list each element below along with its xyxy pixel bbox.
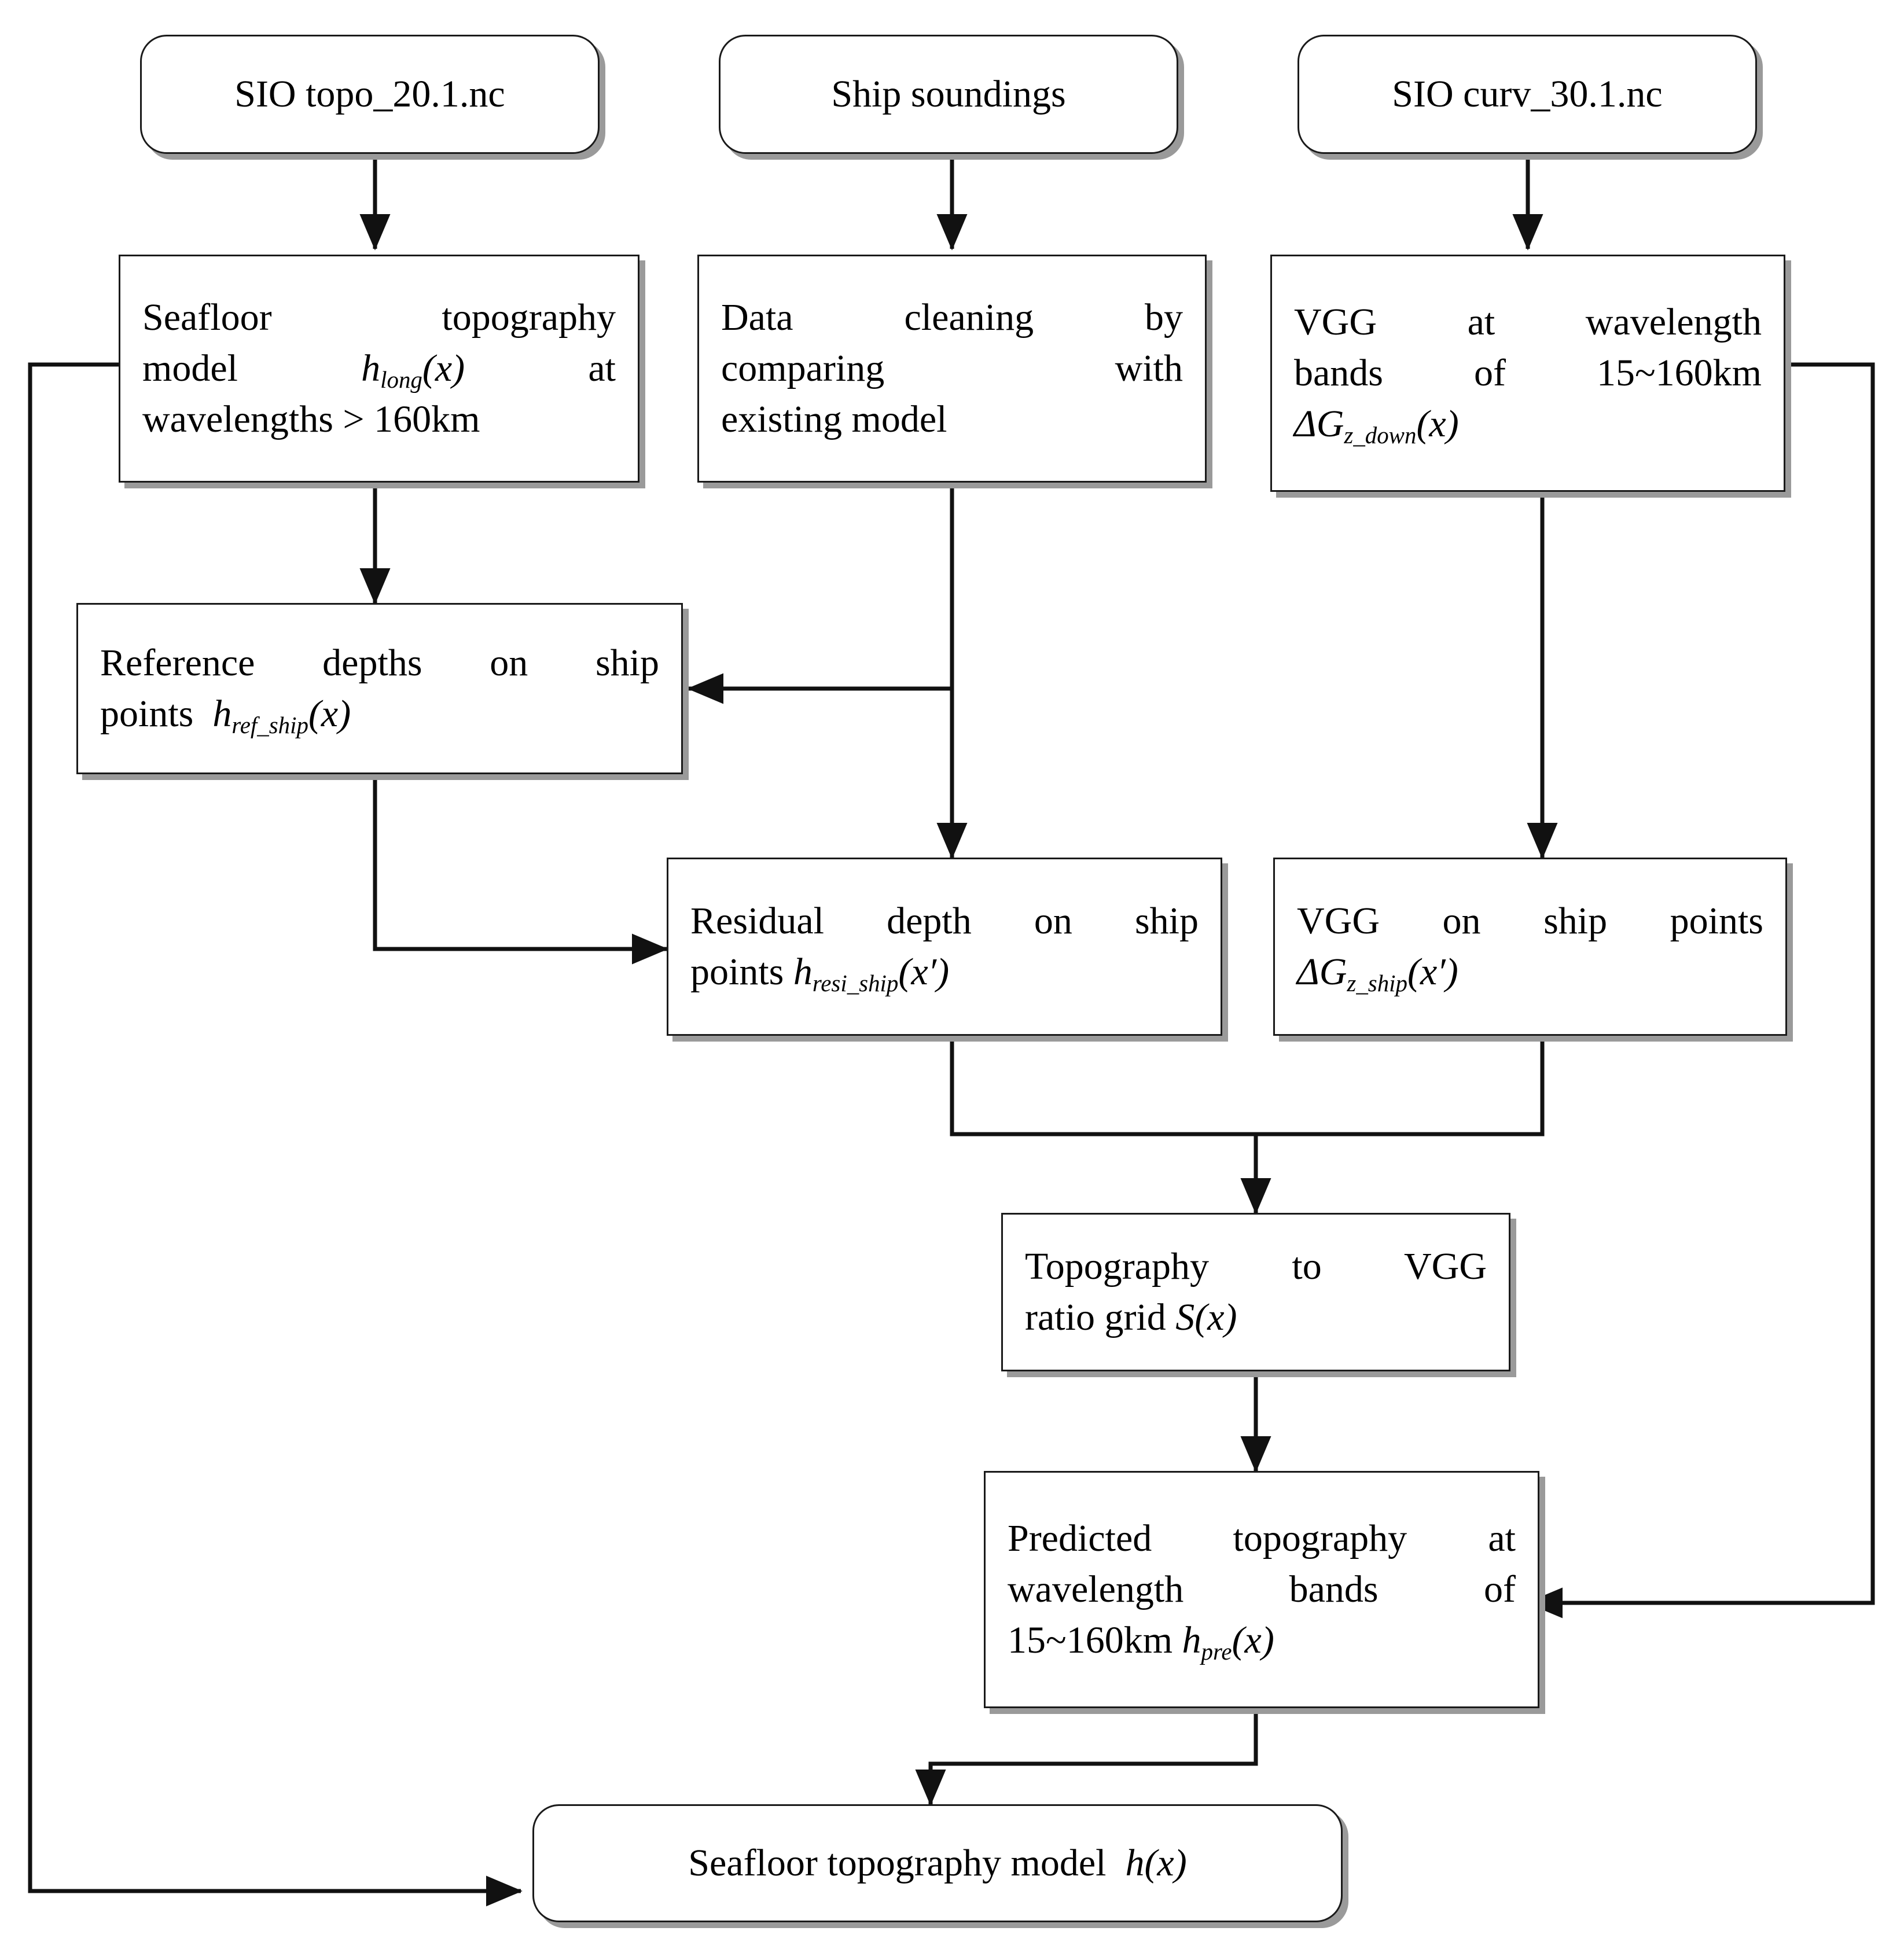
node-vgg-on-ship-points-label: VGG on ship points ΔGz_ship(x′) [1297,900,1763,997]
node-ship-soundings[interactable]: Ship soundings [719,35,1178,154]
node-data-cleaning[interactable]: Data cleaning by comparing with existing… [697,255,1207,483]
node-sio-curv[interactable]: SIO curv_30.1.nc [1297,35,1757,154]
node-reference-depths[interactable]: Reference depths on ship points href_shi… [76,603,683,774]
node-sio-topo-label: SIO topo_20.1.nc [234,73,505,116]
node-data-cleaning-label: Data cleaning by comparing with existing… [721,296,1183,440]
node-sio-curv-label: SIO curv_30.1.nc [1392,73,1663,116]
edge-data-cleaning-to-ref-depths [687,486,954,704]
node-reference-depths-label: Reference depths on ship points href_shi… [100,642,659,739]
node-final-seafloor-topography-model[interactable]: Seafloor topography model h(x) [532,1804,1343,1922]
node-predicted-topography[interactable]: Predicted topography at wavelength bands… [984,1471,1539,1708]
node-residual-depth-label: Residual depth on ship points hresi_ship… [690,900,1199,997]
edge-seafloor-left-loop-to-final-model [28,362,523,1907]
node-sio-topo[interactable]: SIO topo_20.1.nc [140,35,600,154]
node-topography-to-vgg-ratio-grid-label: Topography to VGG ratio grid S(x) [1025,1245,1487,1338]
node-ship-soundings-label: Ship soundings [831,73,1066,116]
node-topography-to-vgg-ratio-grid[interactable]: Topography to VGG ratio grid S(x) [1001,1213,1510,1371]
node-seafloor-topography-long[interactable]: Seafloor topography model hlong(x) at wa… [119,255,639,483]
edge-vgg-bands-right-loop-to-predicted [1526,362,1875,1618]
node-vgg-at-wavelength-bands-label: VGG at wavelength bands of 15~160km ΔGz_… [1294,301,1762,449]
node-vgg-on-ship-points[interactable]: VGG on ship points ΔGz_ship(x′) [1273,858,1787,1036]
node-predicted-topography-label: Predicted topography at wavelength bands… [1008,1517,1516,1665]
edge-ref-depths-to-resi-depth [373,780,668,965]
edge-resi-depth-merge-stem [950,1042,1545,1136]
node-final-seafloor-topography-model-label: Seafloor topography model h(x) [688,1842,1187,1885]
node-vgg-at-wavelength-bands[interactable]: VGG at wavelength bands of 15~160km ΔGz_… [1270,255,1785,492]
node-residual-depth[interactable]: Residual depth on ship points hresi_ship… [667,858,1222,1036]
node-seafloor-topography-long-label: Seafloor topography model hlong(x) at wa… [142,296,616,440]
edge-predicted-to-final-model [915,1714,1258,1806]
